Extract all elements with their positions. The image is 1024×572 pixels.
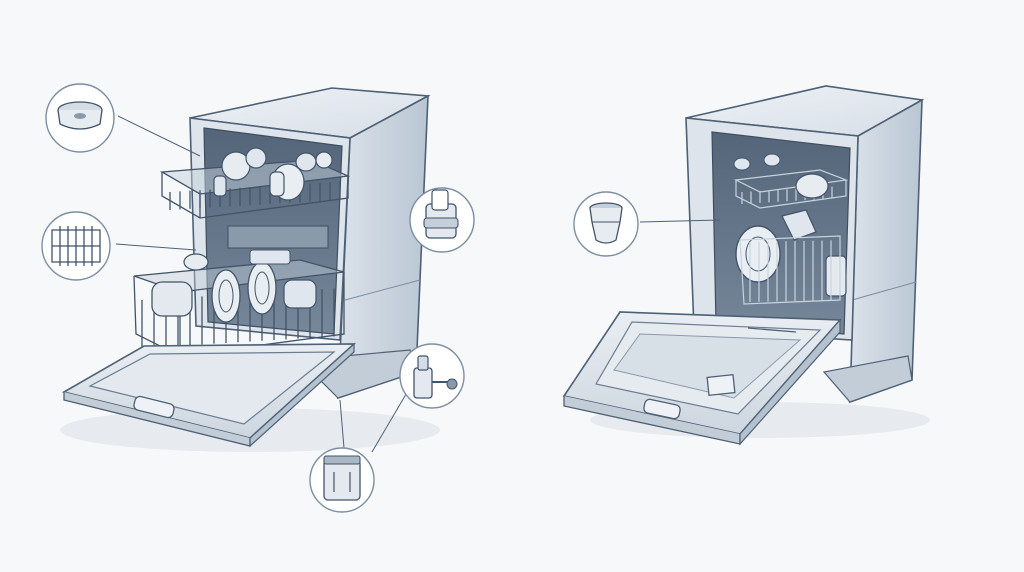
callout-drain-pump-icon [309, 447, 375, 513]
callout-filter-icon [45, 83, 115, 153]
callout-leaders [115, 115, 413, 453]
callout-filter-cup-icon [573, 191, 639, 257]
callout-inlet-valve-icon [399, 343, 465, 409]
open-door [61, 342, 357, 448]
door-handle [133, 395, 175, 419]
kick-plate-right [822, 355, 913, 403]
empty-dishwasher [562, 85, 930, 446]
upper-rack-right-dishes [733, 153, 829, 199]
lower-rack-right [735, 209, 847, 305]
callout-detergent-dispenser-icon [409, 187, 475, 253]
open-door-right [562, 311, 842, 446]
loaded-dishwasher [60, 87, 440, 453]
cabinet-side-right [849, 98, 923, 404]
door-detergent-slot [706, 373, 736, 397]
door-handle-right [643, 398, 681, 420]
callout-leader-right [639, 219, 721, 223]
tub-interior-right [711, 131, 851, 335]
callout-rack-icon [41, 211, 111, 281]
lower-rack-dishes [151, 249, 317, 323]
upper-rack-dishes [213, 147, 333, 201]
spray-arm [227, 225, 329, 249]
